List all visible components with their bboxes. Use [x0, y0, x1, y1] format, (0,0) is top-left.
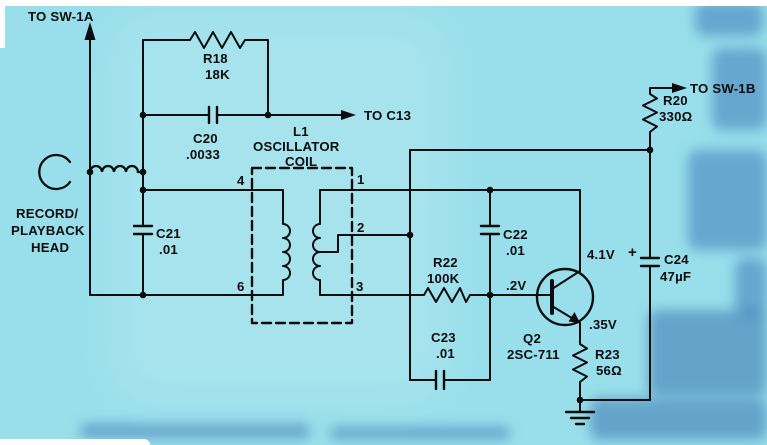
wire-r20-to-sw1b	[649, 87, 681, 95]
print-bleed-blob	[688, 150, 767, 250]
ground-symbol	[564, 410, 596, 426]
label-c21-name: C21	[156, 226, 181, 241]
label-pin6: 6	[237, 279, 245, 294]
print-bleed-blob	[648, 310, 767, 396]
label-r18-name: R18	[203, 51, 228, 66]
resistors	[189, 31, 658, 383]
label-l1-desc1: OSCILLATOR	[253, 139, 340, 154]
q2-body	[535, 267, 595, 327]
print-bleed-blob	[712, 48, 767, 130]
print-bleed-blob	[695, 2, 763, 36]
head-winding-coil	[88, 164, 145, 174]
capacitor-c24	[639, 256, 661, 268]
l1-center-tap	[319, 234, 353, 253]
record-playback-head-symbol	[38, 153, 145, 191]
label-q2-name: Q2	[523, 331, 541, 346]
arrow-to-sw1a	[84, 22, 96, 40]
label-l1-desc2: COIL	[285, 154, 317, 169]
arrow-to-c13	[341, 110, 356, 120]
resistor-r23	[572, 343, 588, 383]
label-pin4: 4	[237, 173, 245, 188]
label-head-line3: HEAD	[31, 240, 69, 255]
wire-supply-rail	[409, 149, 651, 381]
capacitor-c23	[434, 369, 446, 391]
print-bleed-blob	[735, 258, 767, 316]
l1-dashed-box	[250, 166, 354, 325]
junction-dots	[86, 111, 654, 404]
label-c21-value: .01	[159, 242, 178, 257]
label-r22-value: 100K	[427, 271, 460, 286]
label-c22-value: .01	[506, 243, 525, 258]
label-c24-value: 47µF	[660, 269, 691, 284]
label-to-sw1a: TO SW-1A	[28, 9, 94, 24]
label-c23-value: .01	[436, 346, 455, 361]
label-q2-part: 2SC-711	[507, 347, 560, 362]
wire-pin1-to-collector	[351, 189, 581, 272]
label-c20-name: C20	[193, 131, 218, 146]
page-margin-bottom	[0, 439, 150, 445]
label-r23-value: 56Ω	[596, 363, 622, 378]
capacitor-c20	[207, 105, 219, 125]
label-r18-value: 18K	[205, 67, 230, 82]
resistor-r18	[189, 31, 246, 49]
l1-primary-winding	[251, 189, 291, 296]
capacitor-c22	[479, 224, 501, 236]
scan-light-glow	[110, 15, 450, 405]
wire-network	[89, 33, 681, 413]
label-r20-value: 330Ω	[659, 109, 693, 124]
oscillator-coil-l1	[250, 166, 354, 325]
label-v-base: .2V	[506, 278, 526, 293]
label-c20-value: .0033	[186, 147, 220, 162]
label-to-c13: TO C13	[364, 108, 411, 123]
head-gap-ring	[38, 153, 72, 191]
label-c23-name: C23	[431, 330, 456, 345]
print-bleed-blob	[590, 398, 767, 440]
arrowheads	[84, 22, 687, 120]
capacitors	[132, 105, 661, 391]
label-to-sw1b: TO SW-1B	[690, 81, 756, 96]
label-c24-polarity: +	[628, 244, 637, 261]
transistor-q2-symbol	[535, 267, 595, 327]
arrow-to-sw1b	[672, 83, 687, 93]
label-r20-name: R20	[663, 93, 688, 108]
l1-secondary-winding	[312, 189, 353, 296]
page-margin-top	[0, 0, 767, 6]
label-v-collector: 4.1V	[587, 247, 615, 262]
label-l1-name: L1	[293, 124, 309, 139]
capacitor-c21	[132, 224, 154, 236]
label-c24-name: C24	[664, 252, 689, 267]
q2-collector-lead	[551, 270, 581, 290]
label-pin3: 3	[356, 279, 364, 294]
wire-c23-to-base	[443, 294, 491, 381]
label-head-line2: PLAYBACK	[11, 223, 85, 238]
print-bleed-blob	[80, 424, 310, 438]
page-margin-left	[0, 0, 5, 48]
label-head-line1: RECORD/	[16, 206, 78, 221]
label-r22-name: R22	[433, 255, 458, 270]
wire-r18-right	[244, 39, 269, 116]
label-pin1: 1	[357, 172, 365, 187]
label-c22-name: C22	[503, 227, 528, 242]
q2-emitter-arrow	[568, 312, 580, 323]
print-bleed-blob	[330, 427, 510, 439]
label-pin2: 2	[357, 220, 365, 235]
label-r23-name: R23	[595, 347, 620, 362]
label-v-emitter: .35V	[589, 317, 617, 332]
resistor-r20	[642, 93, 658, 133]
resistor-r22	[423, 287, 471, 303]
